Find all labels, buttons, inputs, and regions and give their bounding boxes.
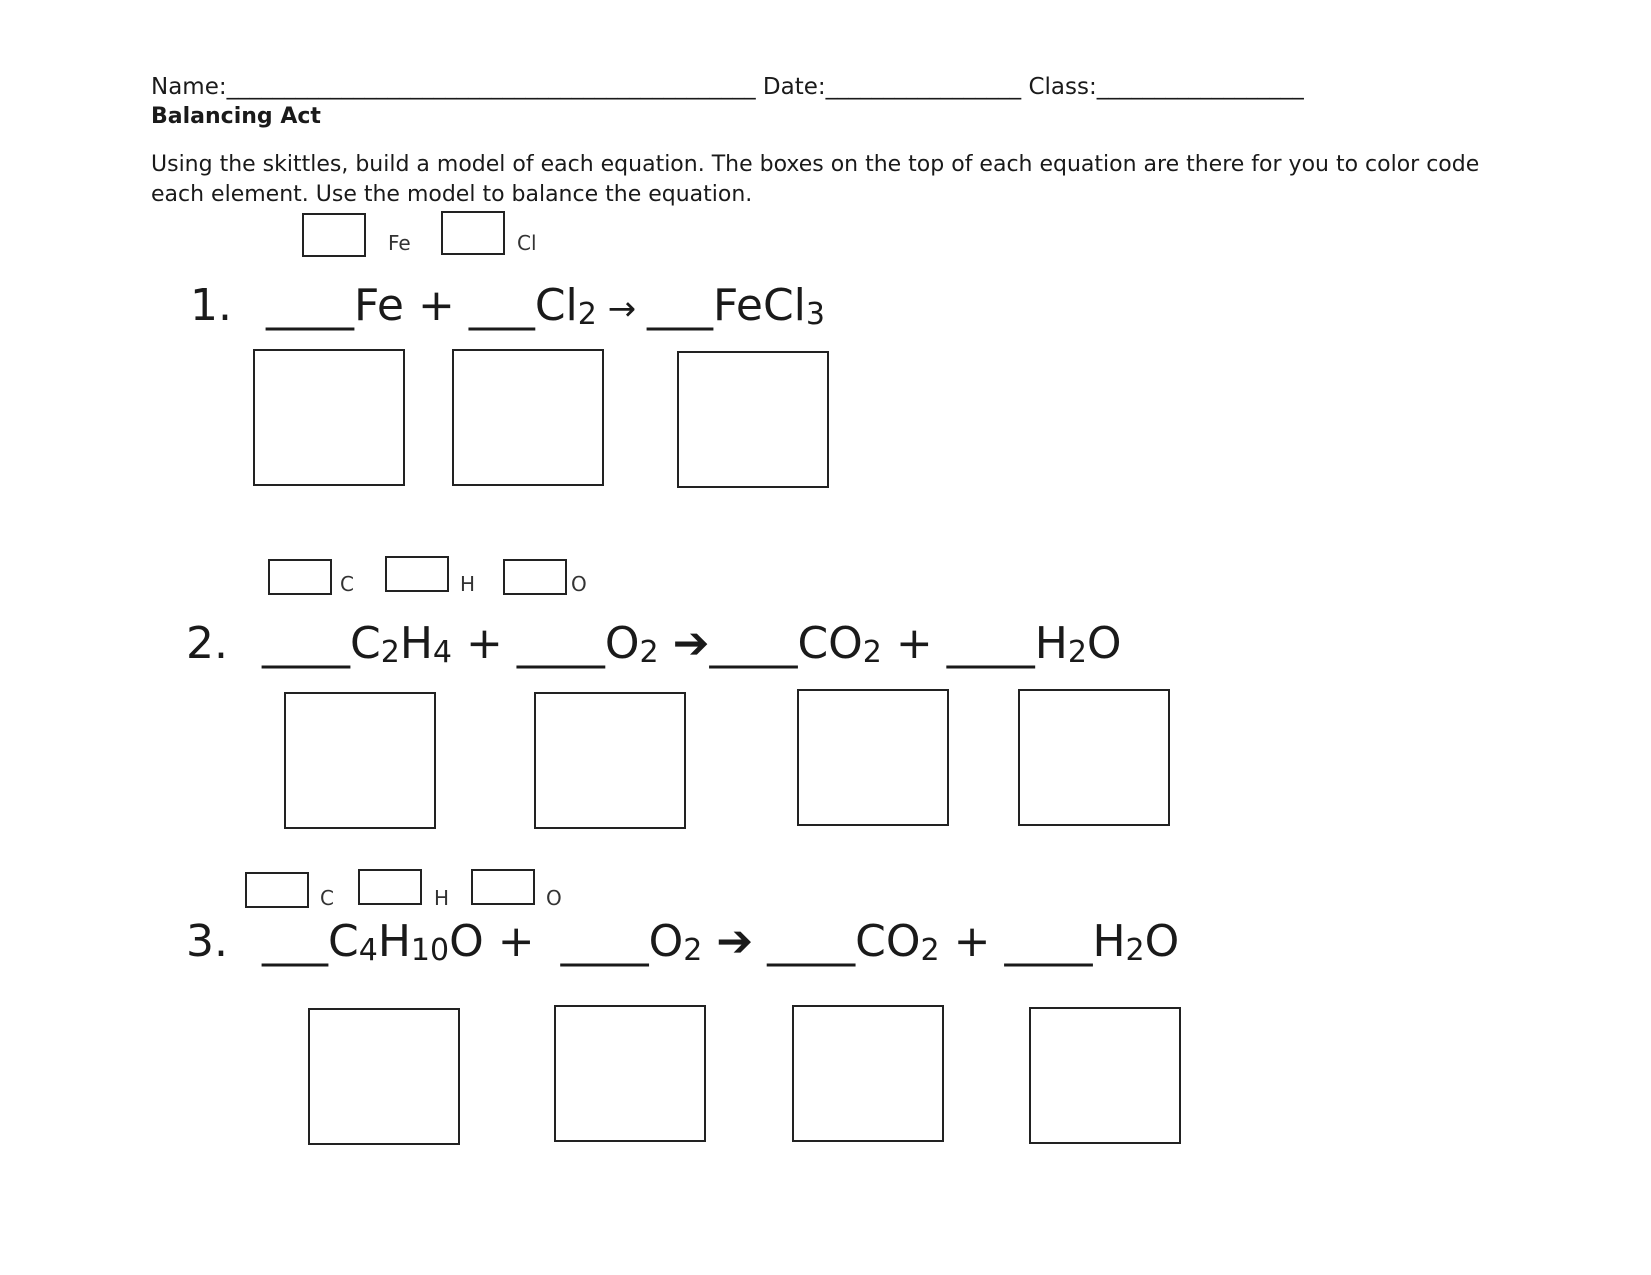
coefficient-blank: ____ — [709, 618, 798, 669]
color-key-label-h: H — [460, 572, 476, 596]
model-box-eq2-2[interactable] — [534, 692, 686, 829]
coefficient-blank: ____ — [265, 280, 354, 331]
coefficient-blank: ___ — [261, 916, 328, 967]
coefficient-blank: ____ — [516, 618, 605, 669]
coefficient-blank: ____ — [767, 916, 856, 967]
equation-3: 3.___C4H10O + ____O2 ➔ ____CO2 + ____H2O — [186, 916, 1180, 968]
color-key-label-cl: Cl — [517, 231, 537, 255]
color-key-label-o: O — [571, 572, 587, 596]
color-key-box-c[interactable] — [268, 559, 332, 595]
model-box-eq2-1[interactable] — [284, 692, 436, 829]
color-key-box-cl[interactable] — [441, 211, 505, 255]
date-line[interactable]: _________________ — [825, 74, 1022, 100]
color-key-box-h[interactable] — [385, 556, 449, 592]
color-key-label-o: O — [546, 886, 562, 910]
equation-number: 1. — [190, 280, 232, 331]
color-key-label-c: C — [340, 572, 354, 596]
model-box-eq3-1[interactable] — [308, 1008, 460, 1145]
name-label: Name: — [151, 74, 227, 100]
model-box-eq2-3[interactable] — [797, 689, 949, 826]
class-line[interactable]: __________________ — [1096, 74, 1304, 100]
arrow-icon: ➔ — [702, 916, 768, 967]
color-key-label-fe: Fe — [388, 231, 411, 255]
worksheet-header: Name:___________________________________… — [151, 74, 1304, 100]
coefficient-blank: ___ — [468, 280, 535, 331]
equation-number: 3. — [186, 916, 228, 967]
color-key-label-h: H — [434, 886, 450, 910]
color-key-box-o[interactable] — [471, 869, 535, 905]
coefficient-blank: ____ — [946, 618, 1035, 669]
class-label: Class: — [1028, 74, 1097, 100]
model-box-eq1-2[interactable] — [452, 349, 604, 486]
color-key-box-h[interactable] — [358, 869, 422, 905]
color-key-box-o[interactable] — [503, 559, 567, 595]
equation-number: 2. — [186, 618, 228, 669]
model-box-eq3-4[interactable] — [1029, 1007, 1181, 1144]
arrow-icon: ➔ — [658, 618, 710, 669]
coefficient-blank: ____ — [261, 618, 350, 669]
model-box-eq2-4[interactable] — [1018, 689, 1170, 826]
model-box-eq1-3[interactable] — [677, 351, 829, 488]
worksheet-title: Balancing Act — [151, 104, 321, 129]
equation-1: 1.____Fe + ___Cl2 → ___FeCl3 — [190, 280, 825, 332]
color-key-box-c[interactable] — [245, 872, 309, 908]
color-key-box-fe[interactable] — [302, 213, 366, 257]
model-box-eq3-3[interactable] — [792, 1005, 944, 1142]
coefficient-blank: ____ — [560, 916, 649, 967]
instructions: Using the skittles, build a model of eac… — [151, 152, 1480, 207]
name-line[interactable]: ________________________________________… — [226, 74, 756, 100]
color-key-label-c: C — [320, 886, 334, 910]
model-box-eq1-1[interactable] — [253, 349, 405, 486]
coefficient-blank: ___ — [646, 280, 713, 331]
model-box-eq3-2[interactable] — [554, 1005, 706, 1142]
coefficient-blank: ____ — [1004, 916, 1093, 967]
arrow-icon: → — [596, 289, 647, 329]
equation-2: 2.____C2H4 + ____O2 ➔____CO2 + ____H2O — [186, 618, 1122, 670]
date-label: Date: — [762, 74, 826, 100]
